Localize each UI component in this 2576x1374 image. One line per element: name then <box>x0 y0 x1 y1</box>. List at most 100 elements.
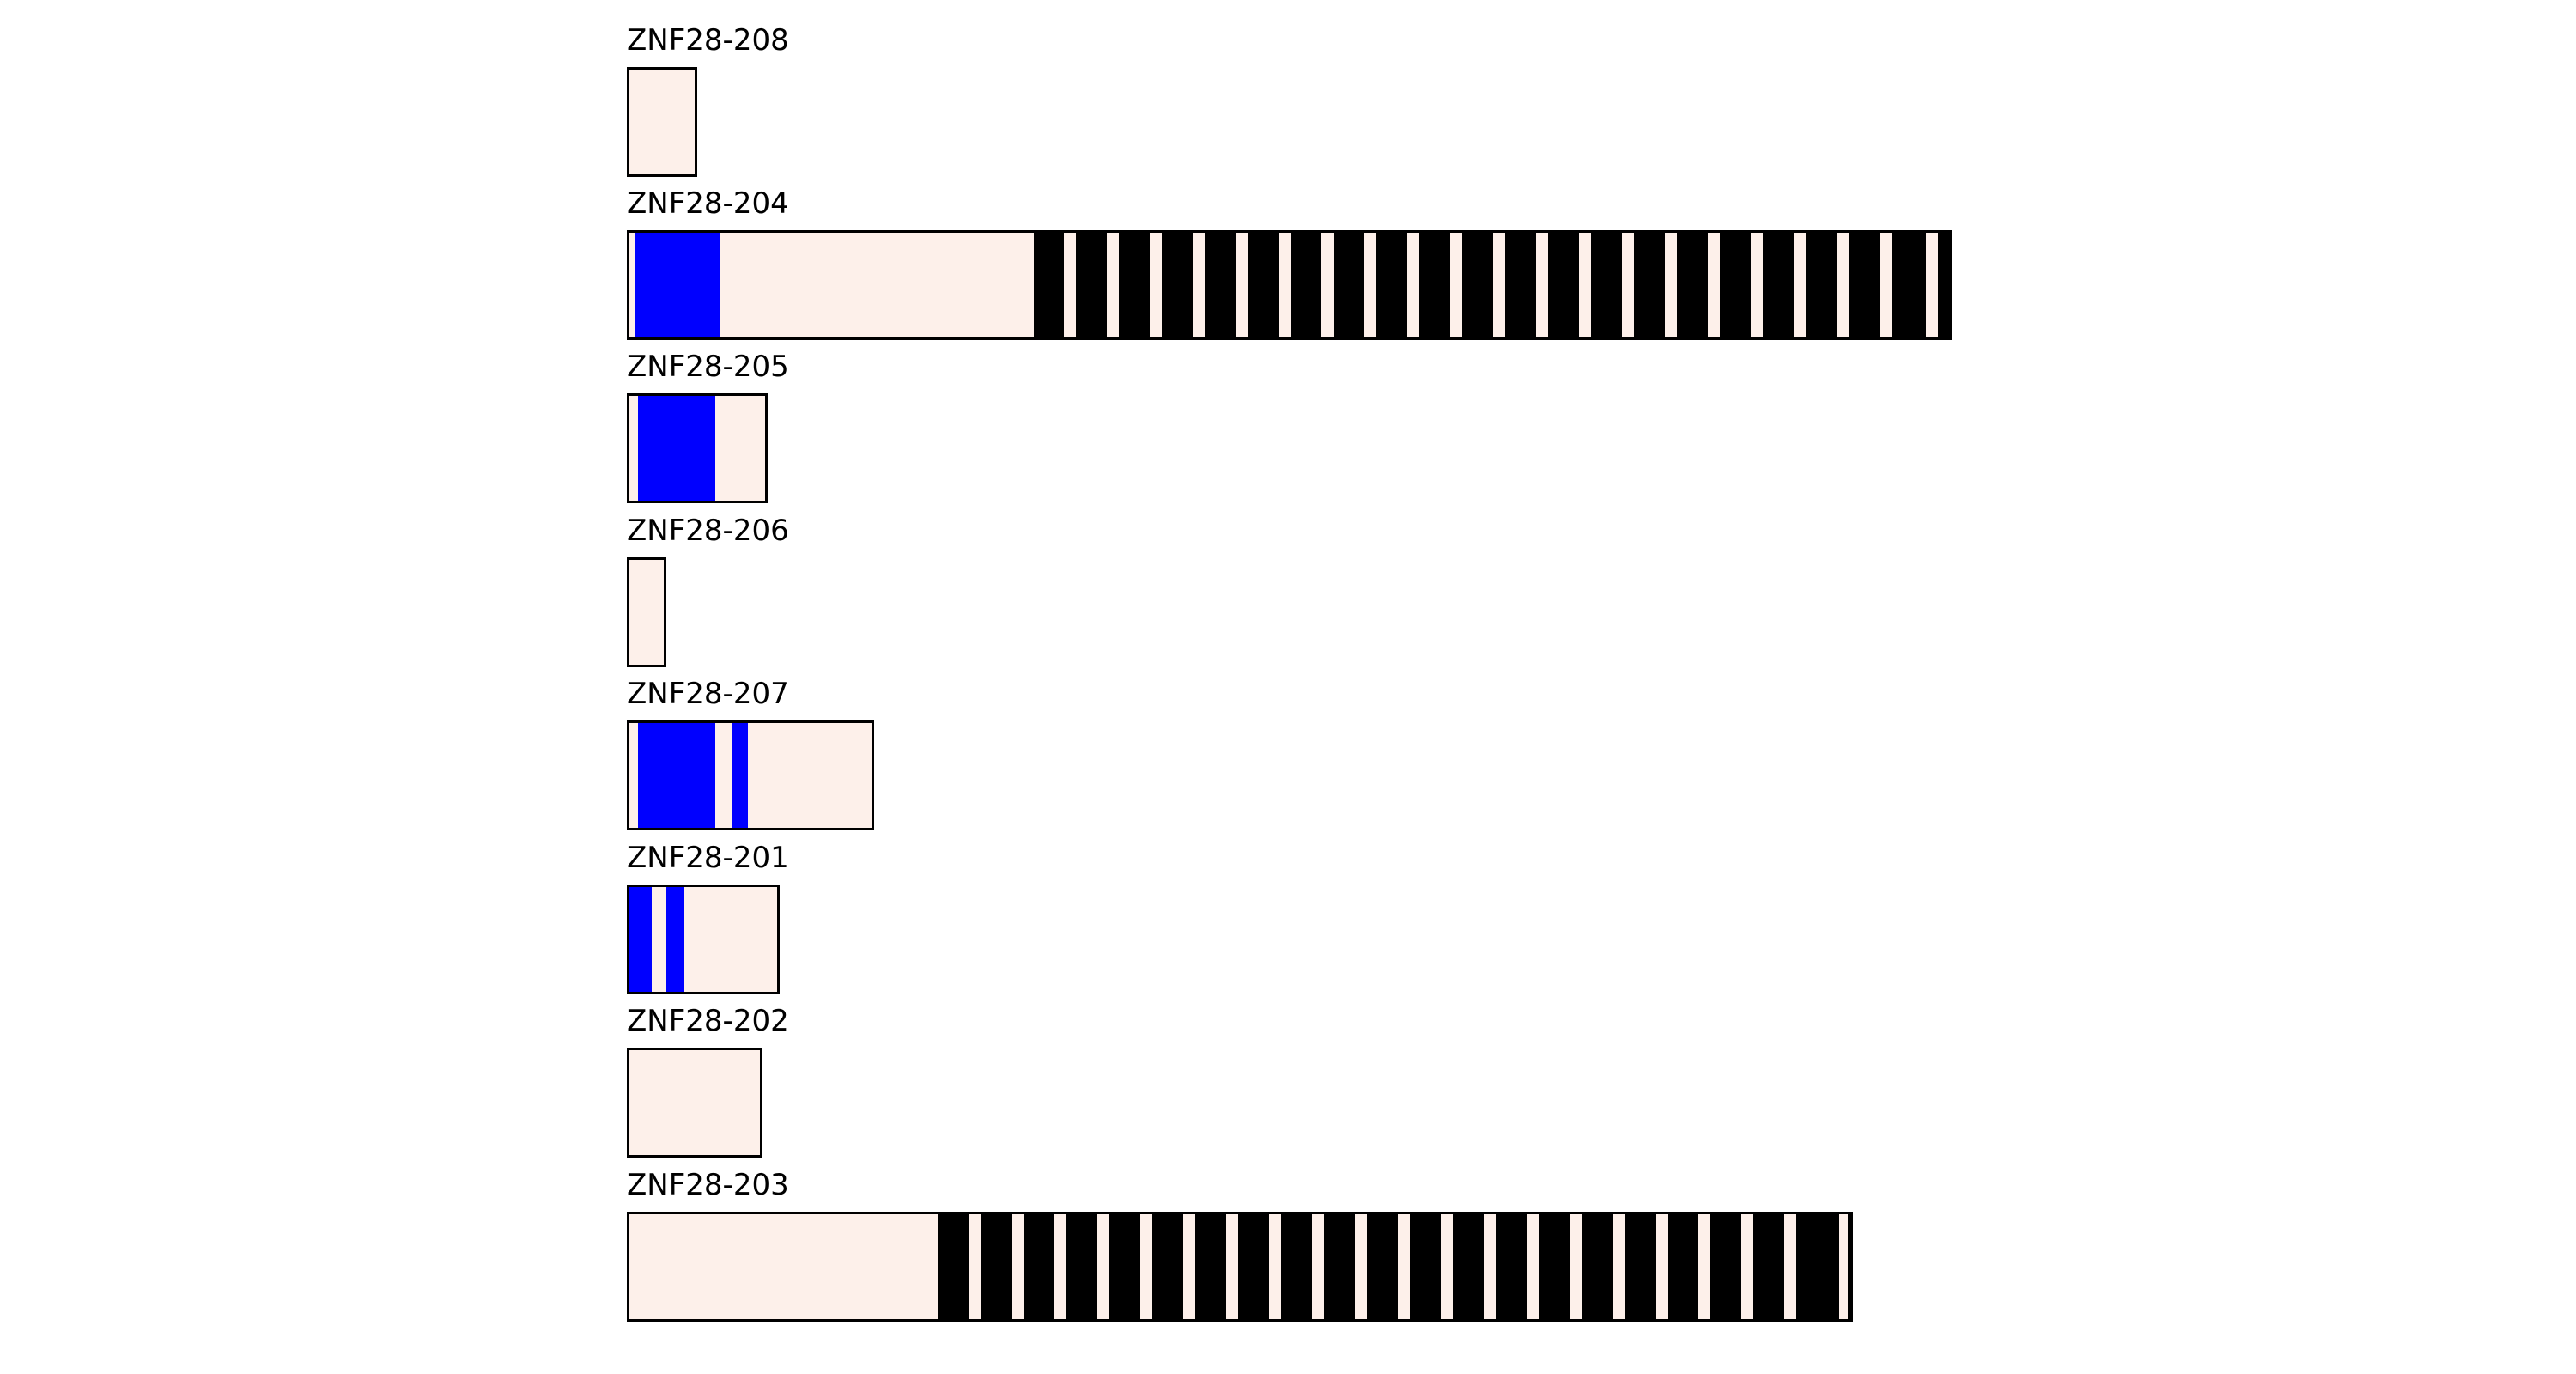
transcript-body-znf28-203[interactable] <box>627 1212 1853 1322</box>
transcript-segment-exon <box>1591 233 1622 337</box>
transcript-segment-exon <box>1625 1214 1656 1319</box>
transcript-segment-exon <box>1334 233 1364 337</box>
transcript-segment-utr <box>629 723 638 828</box>
transcript-segment-utr <box>1708 233 1720 337</box>
transcript-label-znf28-205: ZNF28-205 <box>627 350 789 384</box>
transcript-segment-exon <box>1720 233 1751 337</box>
transcript-segment-exon <box>1453 1214 1484 1319</box>
transcript-segment-exon <box>1066 1214 1097 1319</box>
transcript-segment-exon <box>1152 1214 1183 1319</box>
transcript-segment-exon <box>1710 1214 1741 1319</box>
transcript-segment-cds <box>666 887 684 992</box>
transcript-segment-exon <box>1410 1214 1441 1319</box>
transcript-segment-utr <box>715 723 732 828</box>
transcript-segment-exon <box>1195 1214 1226 1319</box>
transcript-segment-exon <box>1024 1214 1054 1319</box>
transcript-segment-exon <box>1634 233 1665 337</box>
transcript-segment-exon <box>1119 233 1150 337</box>
transcript-segment-utr <box>1321 233 1334 337</box>
transcript-label-znf28-203: ZNF28-203 <box>627 1168 789 1202</box>
transcript-segment-utr <box>1837 233 1849 337</box>
transcript-segment-exon <box>1205 233 1236 337</box>
transcript-segment-utr <box>1054 1214 1066 1319</box>
transcript-segment-utr <box>1839 1214 1848 1319</box>
transcript-segment-utr <box>1269 1214 1281 1319</box>
transcript-segment-utr <box>629 560 664 665</box>
transcript-label-znf28-204: ZNF28-204 <box>627 186 789 221</box>
transcript-segment-utr <box>1622 233 1634 337</box>
transcript-segment-exon <box>1548 233 1579 337</box>
transcript-segment-utr <box>1150 233 1162 337</box>
transcript-body-znf28-204[interactable] <box>627 230 1952 340</box>
transcript-segment-cds <box>732 723 748 828</box>
transcript-segment-cds <box>638 723 715 828</box>
transcript-body-znf28-205[interactable] <box>627 393 768 503</box>
transcript-segment-utr <box>1880 233 1892 337</box>
transcript-segment-exon <box>1763 233 1794 337</box>
transcript-body-znf28-202[interactable] <box>627 1048 762 1158</box>
transcript-segment-utr <box>1312 1214 1324 1319</box>
transcript-body-znf28-201[interactable] <box>627 885 780 994</box>
transcript-segment-utr <box>1450 233 1462 337</box>
transcript-segment-exon <box>1462 233 1493 337</box>
transcript-label-znf28-207: ZNF28-207 <box>627 677 789 711</box>
transcript-segment-utr <box>1698 1214 1710 1319</box>
transcript-segment-exon <box>1892 233 1926 337</box>
transcript-segment-utr <box>629 1050 760 1155</box>
transcript-segment-utr <box>715 396 765 501</box>
transcript-segment-exon <box>1248 233 1279 337</box>
transcript-segment-utr <box>1012 1214 1024 1319</box>
transcript-label-znf28-206: ZNF28-206 <box>627 514 789 548</box>
transcript-segment-exon <box>1938 233 1949 337</box>
transcript-segment-utr <box>1784 1214 1796 1319</box>
transcript-segment-utr <box>1236 233 1248 337</box>
transcript-segment-cds <box>638 396 715 501</box>
transcript-segment-utr <box>629 396 638 501</box>
transcript-segment-exon <box>1419 233 1450 337</box>
transcript-segment-utr <box>1665 233 1677 337</box>
transcript-segment-exon <box>1539 1214 1570 1319</box>
transcript-segment-exon <box>1806 233 1837 337</box>
transcript-segment-utr <box>1536 233 1548 337</box>
transcript-label-znf28-208: ZNF28-208 <box>627 23 789 58</box>
transcript-segment-utr <box>1364 233 1376 337</box>
transcript-body-znf28-206[interactable] <box>627 557 666 667</box>
transcript-segment-utr <box>1355 1214 1367 1319</box>
transcript-segment-exon <box>1238 1214 1269 1319</box>
transcript-segment-utr <box>1226 1214 1238 1319</box>
transcript-segment-exon <box>1849 233 1880 337</box>
transcript-segment-utr <box>1407 233 1419 337</box>
transcript-segment-exon <box>1496 1214 1527 1319</box>
transcript-segment-exon <box>1162 233 1193 337</box>
transcript-segment-exon <box>1582 1214 1613 1319</box>
transcript-segment-exon <box>1291 233 1321 337</box>
transcript-segment-exon <box>1796 1214 1839 1319</box>
transcript-segment-cds <box>629 887 652 992</box>
transcript-label-znf28-202: ZNF28-202 <box>627 1004 789 1038</box>
transcript-segment-utr <box>1064 233 1076 337</box>
transcript-segment-utr <box>1527 1214 1539 1319</box>
transcript-segment-utr <box>748 723 872 828</box>
transcript-segment-utr <box>1484 1214 1496 1319</box>
transcript-body-znf28-207[interactable] <box>627 720 874 830</box>
transcript-segment-exon <box>1677 233 1708 337</box>
transcript-segment-utr <box>969 1214 981 1319</box>
transcript-segment-exon <box>981 1214 1012 1319</box>
transcript-segment-exon <box>1753 1214 1784 1319</box>
transcript-label-znf28-201: ZNF28-201 <box>627 841 789 875</box>
transcript-body-znf28-208[interactable] <box>627 67 697 177</box>
transcript-segment-exon <box>1324 1214 1355 1319</box>
transcript-segment-utr <box>1579 233 1591 337</box>
transcript-segment-utr <box>684 887 777 992</box>
transcript-segment-utr <box>1656 1214 1668 1319</box>
transcript-segment-exon <box>938 1214 969 1319</box>
transcript-segment-utr <box>1926 233 1938 337</box>
transcript-segment-exon <box>1109 1214 1140 1319</box>
transcript-segment-utr <box>1570 1214 1582 1319</box>
transcript-segment-utr <box>1107 233 1119 337</box>
transcript-segment-exon <box>1281 1214 1312 1319</box>
transcript-segment-utr <box>1493 233 1505 337</box>
transcript-segment-utr <box>1613 1214 1625 1319</box>
transcript-segment-utr <box>1140 1214 1152 1319</box>
